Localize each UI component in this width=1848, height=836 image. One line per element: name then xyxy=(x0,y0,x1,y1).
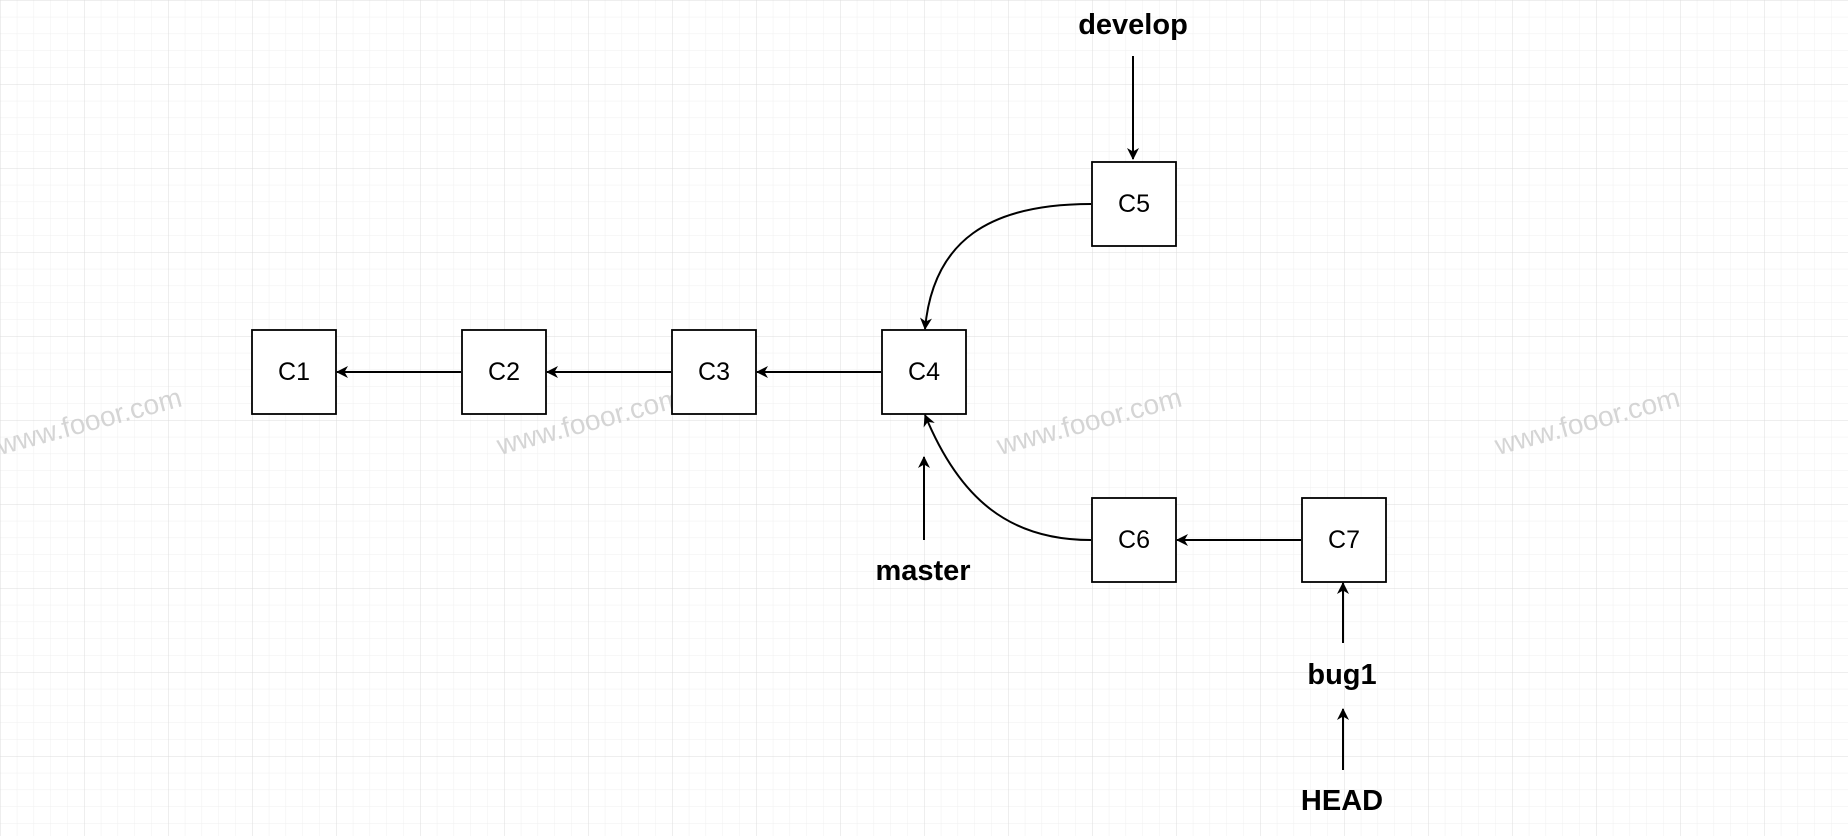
commit-box xyxy=(1301,497,1387,583)
commit-box xyxy=(1091,497,1177,583)
commit-box xyxy=(671,329,757,415)
commit-label: C7 xyxy=(1328,526,1360,554)
commit-label: C4 xyxy=(908,358,940,386)
commit-c5[interactable]: C5 xyxy=(1091,161,1177,247)
commit-c4[interactable]: C4 xyxy=(881,329,967,415)
commit-c1[interactable]: C1 xyxy=(251,329,337,415)
commit-c7[interactable]: C7 xyxy=(1301,497,1387,583)
commit-c3[interactable]: C3 xyxy=(671,329,757,415)
commit-label: C6 xyxy=(1118,526,1150,554)
commit-label: C5 xyxy=(1118,190,1150,218)
commit-box xyxy=(251,329,337,415)
ref-label-bug1: bug1 xyxy=(1307,659,1376,691)
ref-arrows xyxy=(918,56,1349,770)
commit-label: C1 xyxy=(278,358,310,386)
edge-c5-to-c4 xyxy=(920,203,1092,330)
ref-label-head: HEAD xyxy=(1301,785,1383,817)
commit-box xyxy=(1091,161,1177,247)
edges xyxy=(336,203,1301,546)
ref-label-develop: develop xyxy=(1078,9,1188,41)
commit-c2[interactable]: C2 xyxy=(461,329,547,415)
commit-box xyxy=(461,329,547,415)
edge-c6-to-c4 xyxy=(923,414,1092,541)
commit-box xyxy=(881,329,967,415)
commit-label: C2 xyxy=(488,358,520,386)
commit-label: C3 xyxy=(698,358,730,386)
commit-c6[interactable]: C6 xyxy=(1091,497,1177,583)
ref-label-master: master xyxy=(875,555,970,587)
